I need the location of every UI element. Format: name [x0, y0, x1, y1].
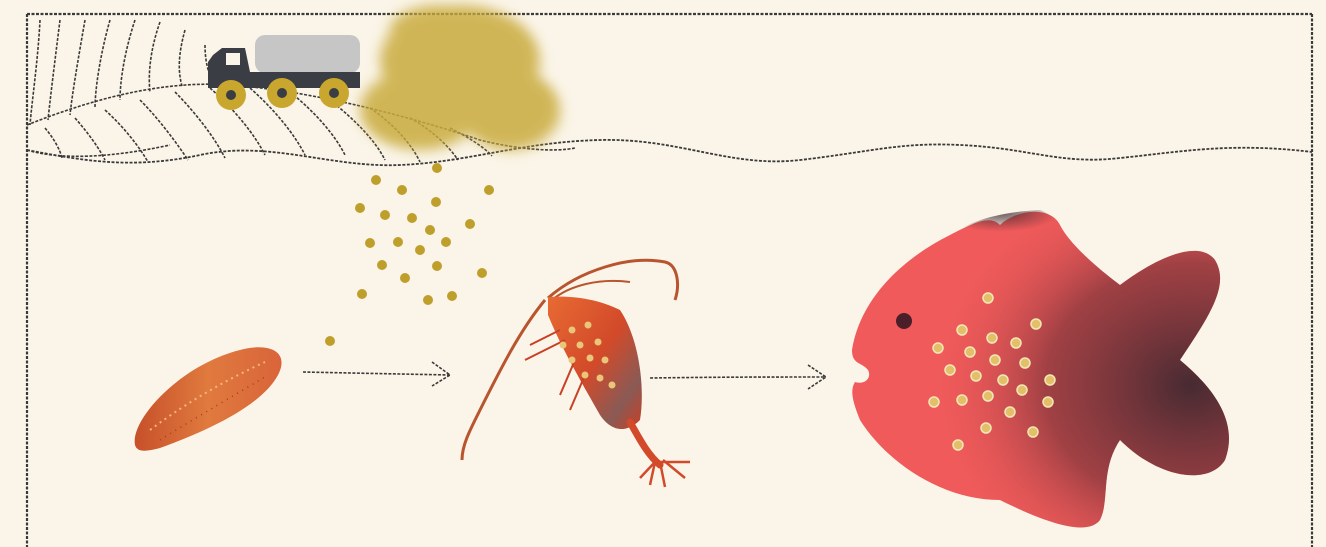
krill — [462, 260, 690, 487]
truck — [208, 35, 360, 110]
water-surface-line — [27, 140, 1312, 165]
truck-wheel — [319, 78, 349, 108]
particle-cloud — [360, 5, 560, 150]
fish — [852, 210, 1229, 527]
fish-eye — [896, 313, 912, 329]
phytoplankton — [135, 347, 282, 450]
truck-wheel — [267, 78, 297, 108]
truck-tank — [255, 35, 360, 73]
falling-particles — [325, 163, 494, 346]
truck-wheel — [216, 80, 246, 110]
arrow-krill-to-fish — [650, 365, 826, 389]
arrow-plankton-to-krill — [303, 362, 450, 386]
